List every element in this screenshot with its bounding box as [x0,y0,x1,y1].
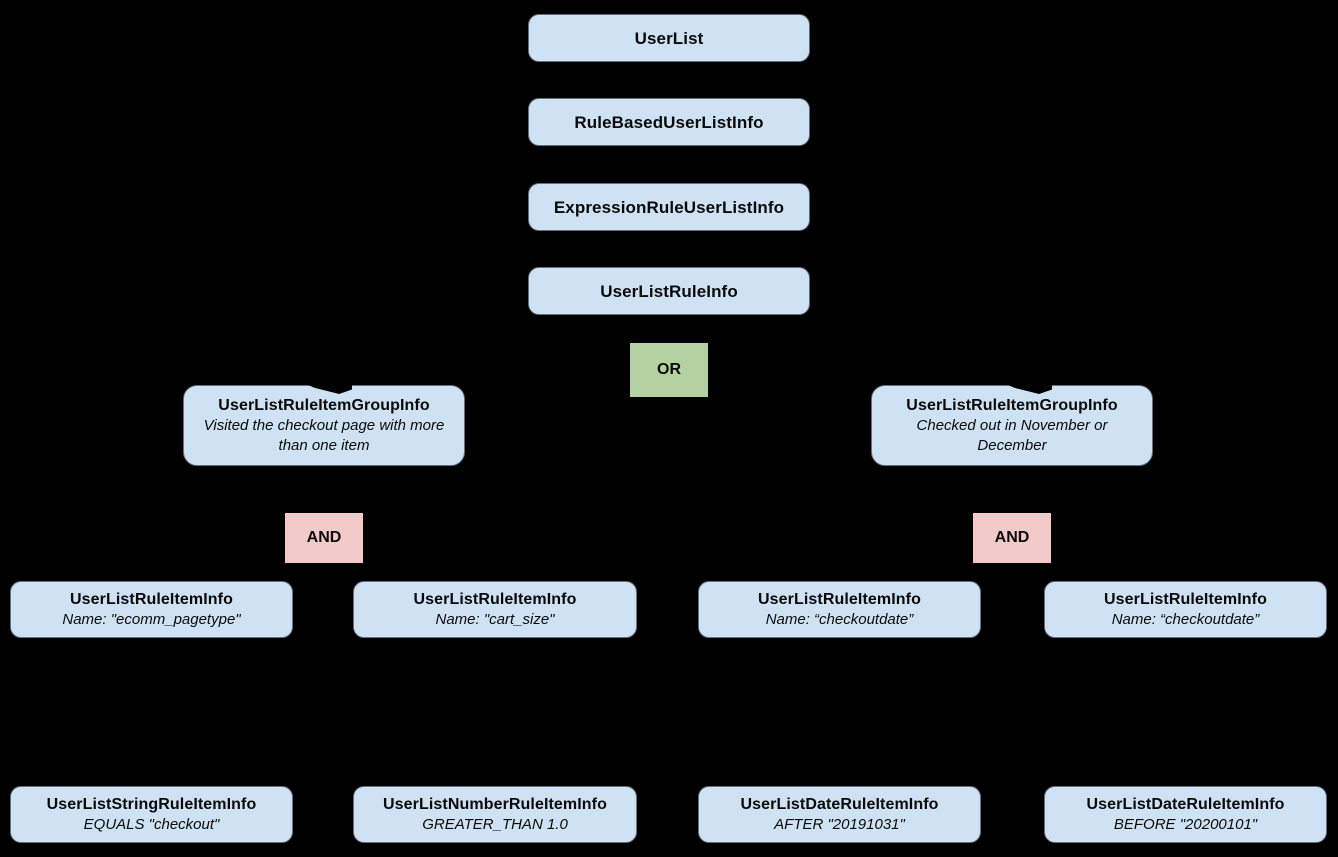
node-label: UserListRuleItemGroupInfo [906,397,1118,414]
node-label: UserListRuleItemGroupInfo [218,397,430,414]
connector-arrowhead [1006,384,1052,394]
node-label: ExpressionRuleUserListInfo [553,197,785,217]
and-operator-label: AND [306,529,342,546]
node-detail: AFTER "20191031" [774,816,905,833]
node-userlist: UserList [528,14,810,62]
node-rule-based-user-list-info: RuleBasedUserListInfo [528,98,810,146]
node-number-rule-item: UserListNumberRuleItemInfo GREATER_THAN … [353,786,637,843]
and-operator-right: AND [973,513,1051,563]
node-description: Visited the checkout page with more than… [203,417,445,454]
node-rule-item-group-right: UserListRuleItemGroupInfo Checked out in… [871,384,1153,466]
node-label: UserListNumberRuleItemInfo [383,796,607,813]
node-label: UserListRuleInfo [600,281,738,301]
node-detail: BEFORE "20200101" [1113,816,1258,833]
or-operator-label: OR [657,361,681,378]
and-operator-left: AND [285,513,363,563]
node-expression-rule-user-list-info: ExpressionRuleUserListInfo [528,183,810,231]
node-rule-item-cart-size: UserListRuleItemInfo Name: "cart_size" [353,581,637,638]
node-label: UserListRuleItemInfo [70,591,233,608]
node-label: RuleBasedUserListInfo [574,112,764,132]
node-detail: Name: "cart_size" [435,611,555,628]
node-rule-item-ecomm-pagetype: UserListRuleItemInfo Name: "ecomm_pagety… [10,581,293,638]
node-rule-item-checkoutdate-right: UserListRuleItemInfo Name: “checkoutdate… [1044,581,1327,638]
node-date-rule-item-before: UserListDateRuleItemInfo BEFORE "2020010… [1044,786,1327,843]
node-label: UserListDateRuleItemInfo [1086,796,1285,813]
node-date-rule-item-after: UserListDateRuleItemInfo AFTER "20191031… [698,786,981,843]
or-operator: OR [630,343,708,397]
connector-arrowhead [306,384,352,394]
node-user-list-rule-info: UserListRuleInfo [528,267,810,315]
node-label: UserListRuleItemInfo [1104,591,1267,608]
node-label: UserListRuleItemInfo [413,591,577,608]
node-detail: Name: “checkoutdate” [765,611,914,628]
node-label: UserListRuleItemInfo [758,591,921,608]
node-label: UserListDateRuleItemInfo [740,796,939,813]
node-detail: GREATER_THAN 1.0 [422,816,568,833]
node-rule-item-group-left: UserListRuleItemGroupInfo Visited the ch… [183,384,465,466]
node-label: UserListStringRuleItemInfo [46,796,257,813]
node-detail: Name: "ecomm_pagetype" [62,611,241,628]
node-detail: Name: “checkoutdate” [1111,611,1260,628]
node-detail: EQUALS "checkout" [83,816,220,833]
node-description: Checked out in November or December [916,417,1108,454]
node-rule-item-checkoutdate-left: UserListRuleItemInfo Name: “checkoutdate… [698,581,981,638]
node-label: UserList [634,28,704,48]
node-string-rule-item: UserListStringRuleItemInfo EQUALS "check… [10,786,293,843]
and-operator-label: AND [994,529,1030,546]
